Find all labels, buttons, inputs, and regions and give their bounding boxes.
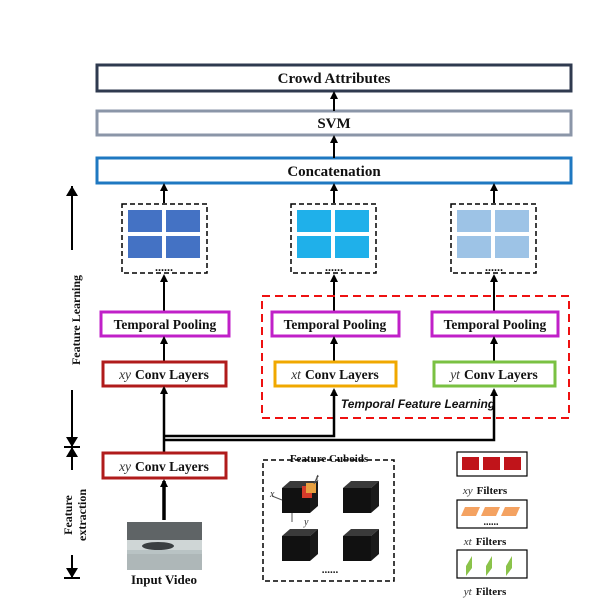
feature-extraction-label-line1: Feature bbox=[61, 494, 75, 534]
conv-xt-label: Conv Layers bbox=[305, 367, 379, 382]
svm-label: SVM bbox=[317, 116, 350, 132]
filters-xt-label: Filters bbox=[476, 536, 507, 548]
cuboids-dots: ...... bbox=[322, 564, 339, 576]
conv-xy-lower-label: Conv Layers bbox=[135, 459, 209, 474]
input-video-label: Input Video bbox=[131, 572, 197, 587]
cuboid-4 bbox=[343, 529, 379, 561]
branch-line-xt bbox=[164, 421, 336, 438]
svm-block: SVM bbox=[95, 109, 573, 137]
grid-xy-dots: ...... bbox=[155, 260, 173, 274]
temporal-feature-learning-box bbox=[261, 295, 570, 419]
conv-yt-label: Conv Layers bbox=[464, 367, 538, 382]
conv-layers-xy-lower: xy Conv Layers bbox=[101, 451, 228, 480]
cuboid-3 bbox=[282, 529, 318, 561]
input-video-thumbnail bbox=[127, 522, 202, 570]
feature-grid-xy: ...... bbox=[121, 203, 208, 274]
conv-layers-xy-upper: xy Conv Layers bbox=[101, 360, 228, 388]
feature-cuboids-title: Feature Cuboids bbox=[290, 453, 369, 465]
filters-xy-label: Filters bbox=[477, 485, 508, 497]
filters-yt-label: Filters bbox=[476, 586, 507, 598]
feature-learning-label: Feature Learning bbox=[69, 275, 83, 365]
feature-extraction-label-line2: extraction bbox=[75, 489, 89, 541]
temporal-pooling-xt-label: Temporal Pooling bbox=[284, 317, 387, 332]
filters-xt-prefix: xt bbox=[463, 536, 473, 548]
concatenation-label: Concatenation bbox=[287, 164, 381, 180]
filters-xy-prefix: xy bbox=[462, 485, 473, 497]
feature-grid-yt: ...... bbox=[450, 203, 537, 274]
feature-extraction-bracket bbox=[64, 447, 80, 579]
temporal-pooling-yt: Temporal Pooling bbox=[430, 310, 560, 338]
temporal-feature-learning-label: Temporal Feature Learning bbox=[341, 397, 496, 411]
conv-xy-label: Conv Layers bbox=[135, 367, 209, 382]
cuboid-axis-x: x bbox=[269, 489, 275, 500]
filters-xt-dots: ...... bbox=[484, 517, 500, 528]
temporal-pooling-xy: Temporal Pooling bbox=[99, 310, 231, 338]
feature-grid-xt: ...... bbox=[290, 203, 377, 274]
feature-cuboids-panel: Feature Cuboids x y t bbox=[262, 453, 395, 582]
grid-xt-dots: ...... bbox=[325, 260, 343, 274]
cuboid-2 bbox=[343, 481, 379, 513]
concatenation-block: Concatenation bbox=[95, 156, 573, 185]
cuboid-1 bbox=[271, 474, 319, 522]
temporal-pooling-yt-label: Temporal Pooling bbox=[444, 317, 547, 332]
filters-yt-prefix: yt bbox=[463, 586, 473, 598]
branch-line-yt bbox=[164, 421, 496, 442]
grid-yt-dots: ...... bbox=[485, 260, 503, 274]
cuboid-axis-y: y bbox=[303, 517, 309, 528]
conv-xt-prefix: xt bbox=[290, 367, 302, 382]
conv-xy-lower-prefix: xy bbox=[118, 459, 131, 474]
cuboid-axis-t: t bbox=[316, 473, 319, 484]
conv-xy-prefix: xy bbox=[118, 367, 131, 382]
temporal-pooling-xt: Temporal Pooling bbox=[270, 310, 401, 338]
crowd-attributes-block: Crowd Attributes bbox=[95, 63, 573, 93]
conv-yt-prefix: yt bbox=[448, 367, 461, 382]
temporal-pooling-xy-label: Temporal Pooling bbox=[114, 317, 217, 332]
crowd-attributes-label: Crowd Attributes bbox=[278, 71, 391, 87]
filters-xy: xy Filters bbox=[456, 451, 528, 497]
